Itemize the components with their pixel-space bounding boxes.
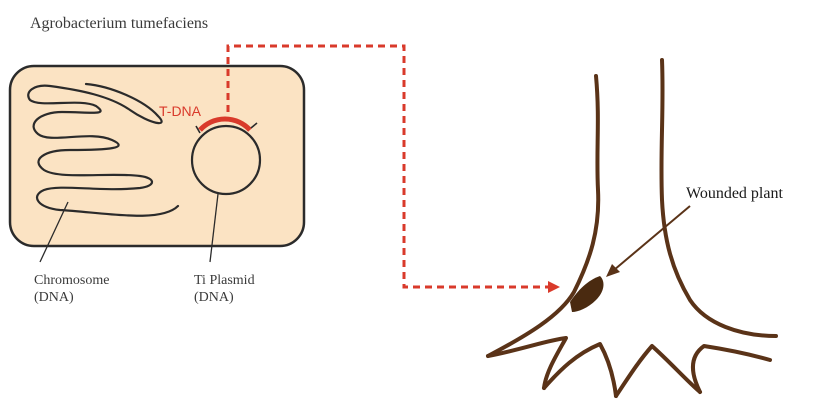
- diagram-title: Agrobacterium tumefaciens: [30, 15, 208, 32]
- plasmid-label-line1: Ti Plasmid: [194, 273, 255, 288]
- chromosome-label: Chromosome (DNA): [34, 273, 113, 305]
- transfer-arrowhead: [548, 281, 560, 293]
- wounded-plant-label: Wounded plant: [686, 185, 783, 202]
- chromosome-label-line1: Chromosome: [34, 273, 109, 288]
- root-4: [693, 346, 770, 392]
- chromosome-label-line2: (DNA): [34, 290, 74, 305]
- root-2: [544, 344, 616, 396]
- wounded-plant-pointer: [614, 206, 690, 270]
- root-1: [488, 338, 566, 388]
- plasmid-label-line2: (DNA): [194, 290, 234, 305]
- tdna-label: T-DNA: [159, 103, 202, 119]
- plasmid-label: Ti Plasmid (DNA): [194, 273, 258, 305]
- wounded-plant: [488, 60, 776, 396]
- trunk-left-edge: [488, 76, 598, 356]
- root-3: [616, 346, 700, 396]
